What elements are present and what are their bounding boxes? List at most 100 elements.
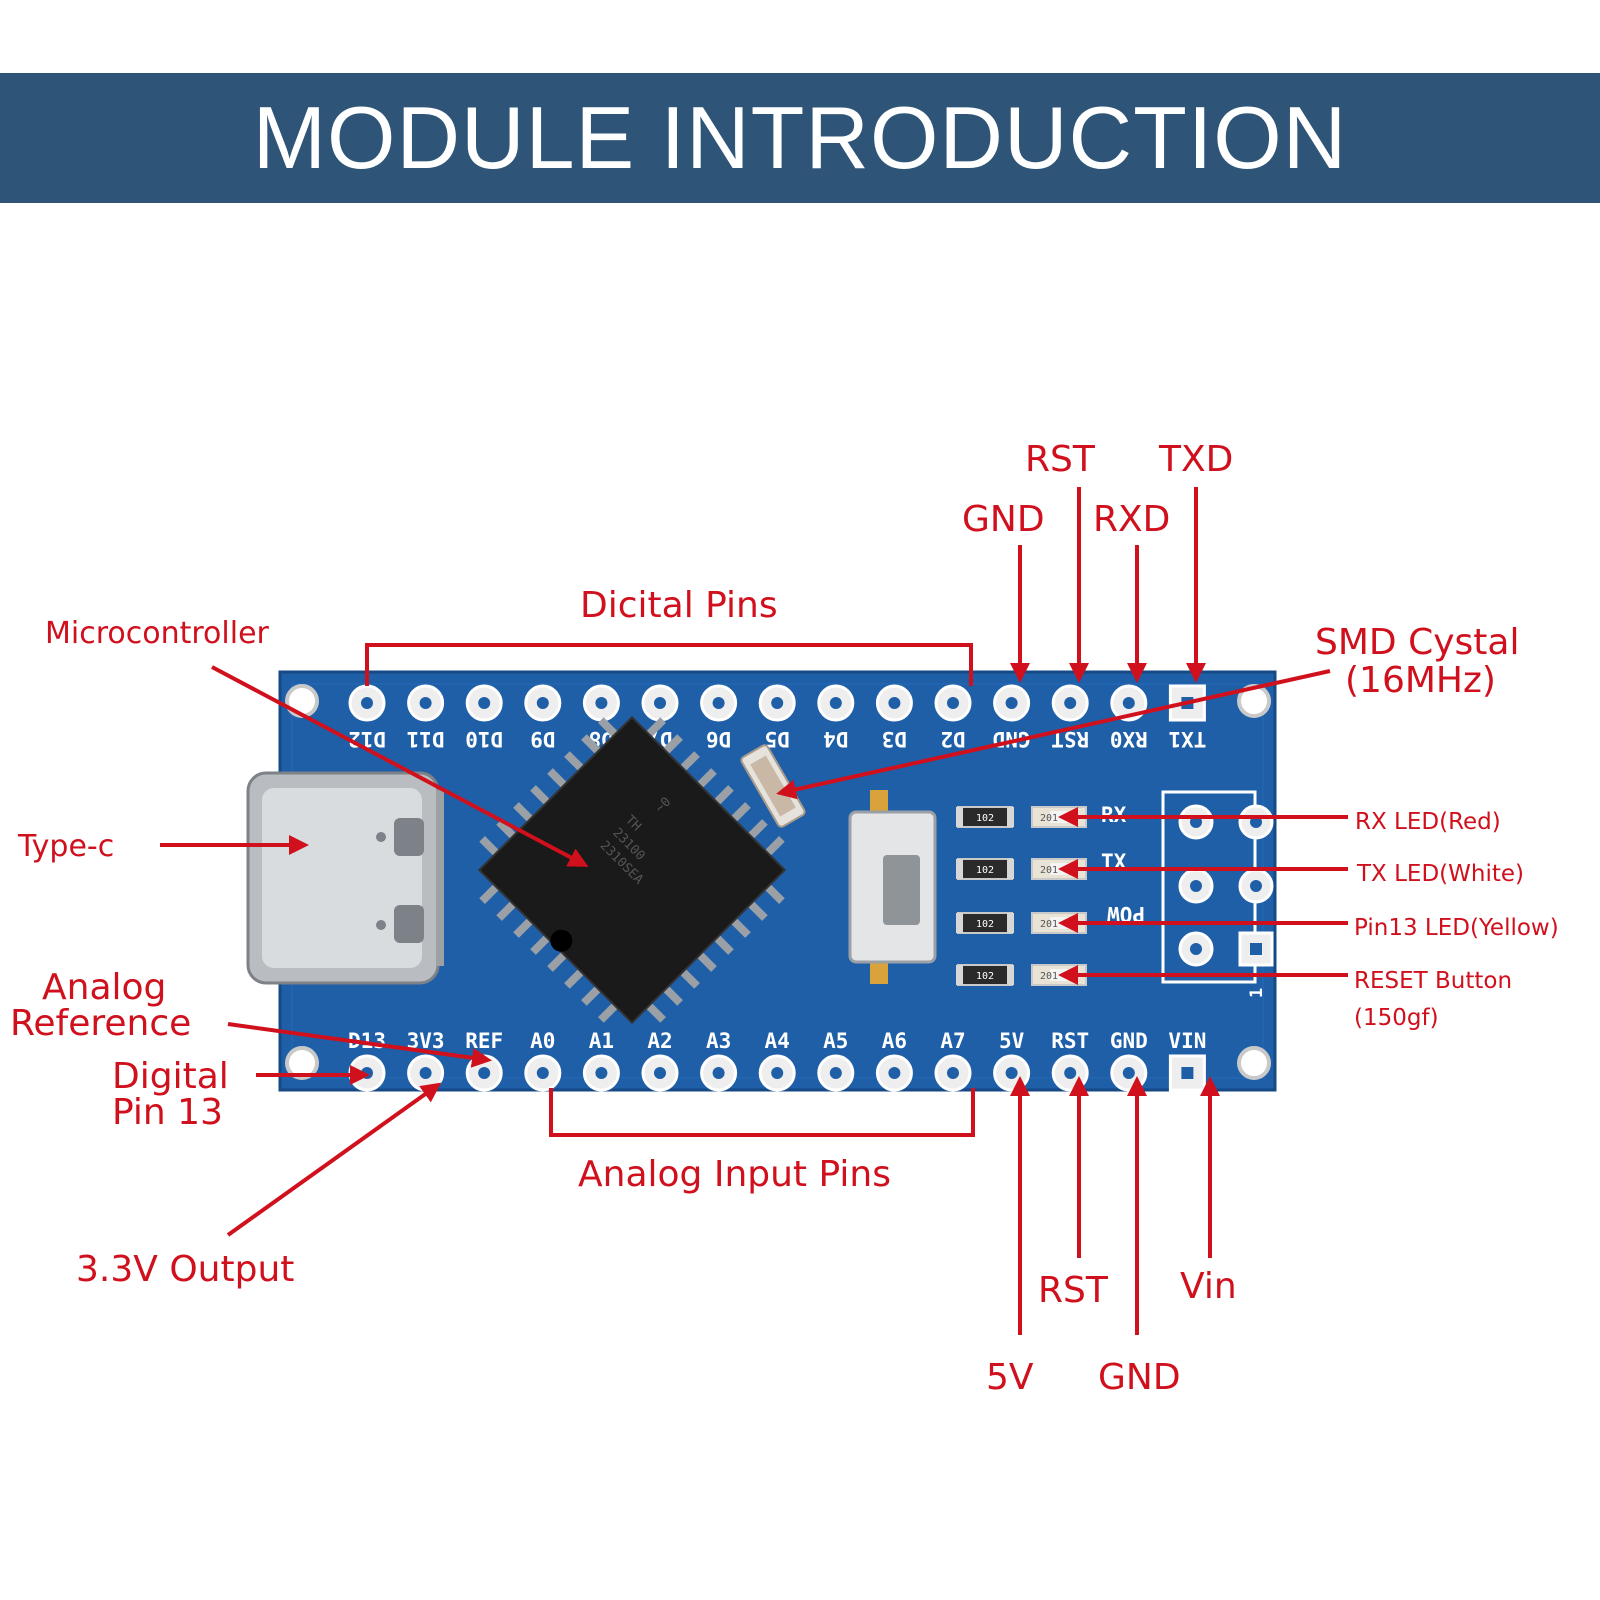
label-smd-crystal-1: SMD Cystal [1315,622,1519,663]
top-pin-label: D10 [465,727,503,751]
top-pin-label: D9 [530,727,555,751]
chip-leg [530,785,552,807]
mounting-hole [285,1046,319,1080]
label-rxd-top: RXD [1093,499,1170,540]
microcontroller-chip: ~0 TH 23100 2310SEA [477,715,787,1025]
top-pin-label: D4 [823,727,848,751]
callout-labels: Dicital Pins Microcontroller GND RST RXD… [10,439,1559,1398]
chip-leg [712,785,734,807]
label-microcontroller: Microcontroller [45,616,270,651]
chip-leg [496,899,518,921]
label-digital-pins: Dicital Pins [580,585,778,626]
chip-leg [564,967,586,989]
chip-leg [729,916,751,938]
bottom-pin-label: REF [465,1029,503,1053]
led-marking: 201 [1040,919,1058,930]
chip-leg [729,802,751,824]
chip-leg [547,768,569,790]
label-reset-button-2: (150gf) [1354,1005,1439,1031]
label-rst-bottom: RST [1038,1270,1109,1311]
bottom-pin-label: A5 [823,1029,848,1053]
led-marking: 201 [1040,971,1058,982]
label-gnd-bottom: GND [1098,1357,1181,1398]
chip-leg [763,836,785,858]
pcb [278,670,1277,1092]
label-gnd-top: GND [962,499,1045,540]
chip-leg [581,984,603,1006]
page-title: MODULE INTRODUCTION [252,88,1348,187]
label-pin13-led: Pin13 LED(Yellow) [1354,915,1559,941]
chip-leg [763,882,785,904]
label-analog-ref-1: Analog [42,967,166,1008]
label-txd-top: TXD [1158,439,1233,480]
resistor-marking: 102 [976,813,994,824]
bottom-pin-label: VIN [1168,1029,1206,1053]
label-reset-button-1: RESET Button [1354,968,1512,994]
label-3v3-output: 3.3V Output [76,1249,294,1290]
bottom-pin-label: GND [1110,1029,1148,1053]
top-pin-label: TX1 [1168,727,1206,751]
label-digital-pin13-2: Pin 13 [112,1092,223,1133]
chip-leg [678,967,700,989]
label-tx-led: TX LED(White) [1356,861,1524,887]
resistor-marking: 102 [976,919,994,930]
top-pin-label: RX0 [1110,727,1148,751]
bottom-pin-label: 5V [999,1029,1025,1053]
label-type-c: Type-c [17,829,114,864]
chip-leg [530,933,552,955]
chip-leg [513,916,535,938]
label-rx-led: RX LED(Red) [1355,809,1501,835]
bottom-pin-label: A0 [530,1029,555,1053]
chip-leg [496,819,518,841]
led-marking: 201 [1040,813,1058,824]
top-pin-label: D11 [407,727,445,751]
label-vin-bottom: Vin [1180,1266,1237,1307]
chip-leg [513,802,535,824]
bottom-pin-label: RST [1051,1029,1089,1053]
mounting-hole [285,684,319,718]
bottom-pin-label: A4 [765,1029,790,1053]
usb-type-c-connector [246,771,444,985]
label-analog-ref-2: Reference [10,1003,191,1044]
chip-leg [644,1001,666,1023]
label-digital-pin13-1: Digital [112,1056,229,1097]
bottom-pin-label: A7 [940,1029,965,1053]
led-marking: 201 [1040,865,1058,876]
chip-leg [598,1001,620,1023]
bottom-pin-label: A1 [589,1029,614,1053]
label-rst-top: RST [1025,439,1096,480]
reset-button [848,790,937,984]
callout-lines [160,487,1348,1335]
top-pin-label: D12 [348,727,386,751]
chip-leg [661,984,683,1006]
top-pin-label: D3 [882,727,907,751]
bottom-pin-label: A6 [882,1029,907,1053]
icsp-pin1-label: 1 [1247,988,1267,998]
chip-leg [479,836,501,858]
chip-leg [695,768,717,790]
chip-leg [746,899,768,921]
chip-leg [678,751,700,773]
chip-leg [581,734,603,756]
bottom-pin-label: A3 [706,1029,731,1053]
chip-leg [661,734,683,756]
label-analog-input-pins: Analog Input Pins [578,1154,891,1195]
chip-leg [547,950,569,972]
top-pin-label: D2 [940,727,965,751]
label-smd-crystal-2: (16MHz) [1345,660,1496,701]
bottom-pin-label: A2 [647,1029,672,1053]
chip-leg [479,882,501,904]
chip-leg [564,751,586,773]
mounting-hole [1237,1046,1271,1080]
chip-leg [598,717,620,739]
resistor-marking: 102 [976,865,994,876]
chip-leg [644,717,666,739]
label-5v-bottom: 5V [986,1357,1034,1398]
resistor-marking: 102 [976,971,994,982]
chip-leg [695,950,717,972]
title-banner: MODULE INTRODUCTION [0,73,1600,203]
